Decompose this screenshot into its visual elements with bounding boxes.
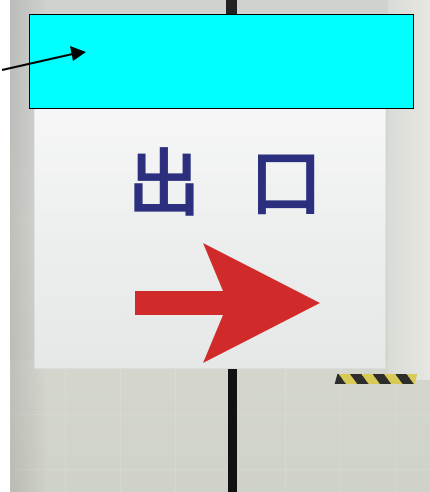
right-arrow-icon [135,243,320,363]
exit-kanji-mouth: 口 [250,142,323,226]
left-white-margin [0,0,10,492]
exit-kanji-out: 出 [128,142,201,226]
exit-sign-text: 出 口 [100,148,330,228]
stand-pole [228,360,237,492]
arrow-shape [135,243,320,363]
redaction-box [29,14,414,109]
exit-sign-board [34,104,386,369]
hazard-strip [334,374,418,384]
